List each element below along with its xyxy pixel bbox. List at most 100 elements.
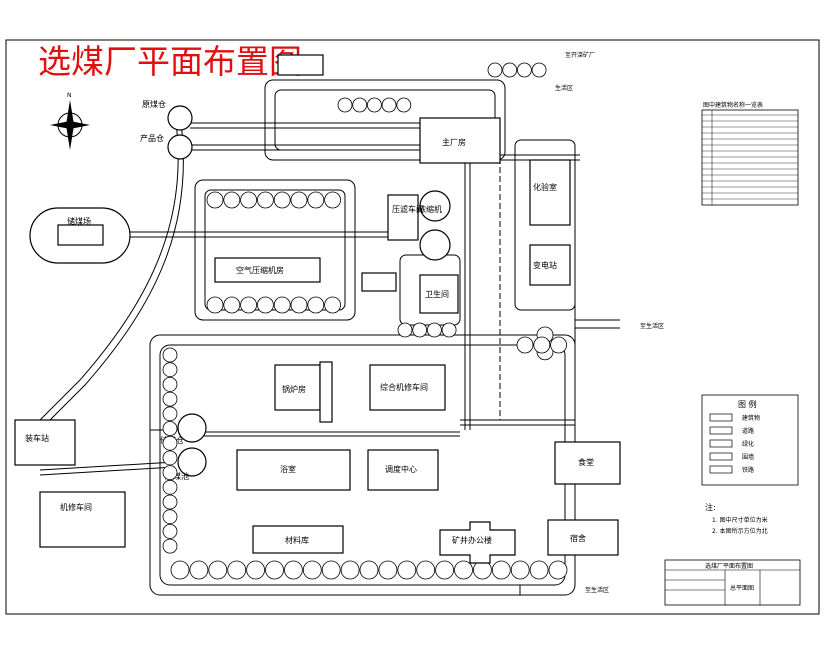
tree-icon	[435, 560, 455, 580]
tree-icon	[240, 191, 258, 209]
dispatch-label: 调度中心	[385, 464, 417, 474]
north-label: N	[67, 92, 72, 99]
tree-icon	[378, 560, 398, 580]
silo-label-tailings: 尾煤池	[165, 471, 189, 481]
table-title: 图中建筑物名称一览表	[703, 101, 763, 109]
tree-icon	[162, 509, 178, 525]
tree-icon	[324, 296, 342, 314]
tree-icon	[208, 560, 228, 580]
tree-icon	[426, 322, 442, 338]
note-line-1: 1. 图中尺寸单位为米	[712, 516, 768, 524]
tree-icon	[227, 560, 247, 580]
tree-icon	[337, 97, 353, 113]
dir-right-mid: 至生活区	[640, 322, 664, 330]
tree-icon	[162, 450, 178, 466]
legend-label: 铁路	[742, 466, 754, 474]
pressure-filter-label: 压滤车间	[392, 204, 424, 214]
tree-icon	[340, 560, 360, 580]
tree-icon	[162, 494, 178, 510]
tree-icon	[491, 560, 511, 580]
tree-icon	[366, 97, 382, 113]
tree-icon	[352, 97, 368, 113]
legend-swatch	[709, 413, 733, 422]
buildings: 主厂房 储煤场 空气压缩机房 压滤车间 卫生间 化验室 变电站 锅炉房 综合机修…	[14, 54, 621, 564]
main-plant-label: 主厂房	[442, 137, 466, 147]
note-line-2: 2. 本图所示方位为北	[712, 527, 768, 535]
garage-label: 综合机修车间	[380, 382, 428, 392]
legend-swatch	[709, 465, 733, 474]
lab-label: 化验室	[533, 182, 557, 192]
legend-swatch	[709, 439, 733, 448]
tree-icon	[517, 62, 532, 78]
tree-icon	[529, 560, 549, 580]
legend-label: 绿化	[742, 440, 754, 448]
tree-icon	[454, 560, 473, 580]
tree-icon	[397, 560, 417, 580]
tree-icon	[290, 191, 308, 209]
tree-icon	[162, 376, 178, 392]
title-block-drawing: 总平面图	[730, 584, 754, 592]
clinic-label: 卫生间	[425, 289, 449, 299]
drawing-title: 选煤厂平面布置图	[38, 42, 302, 81]
title-block-project: 选煤厂平面布置图	[705, 562, 753, 570]
boiler-room-label: 锅炉房	[282, 384, 306, 394]
drawing-border	[5, 39, 820, 615]
tree-icon	[321, 560, 341, 580]
notes: 注: 1. 图中尺寸单位为米 2. 本图所示方位为北	[705, 502, 768, 535]
tree-icon	[283, 560, 303, 580]
silo-label-raw: 原煤仓	[142, 99, 166, 109]
tree-icon	[170, 560, 190, 580]
coal-yard-label: 储煤场	[67, 216, 91, 226]
title-block: 选煤厂平面布置图 总平面图	[664, 559, 801, 606]
tree-icon	[416, 560, 436, 580]
tree-icon	[240, 296, 258, 314]
tree-icon	[441, 322, 457, 338]
repair-label: 机修车间	[60, 502, 92, 512]
compressor-label: 空气压缩机房	[236, 265, 284, 275]
tree-icon	[162, 406, 178, 422]
tree-icon	[412, 322, 428, 338]
loading-label: 装车站	[25, 433, 49, 443]
tree-icon	[396, 97, 412, 113]
tree-icon	[223, 296, 241, 314]
legend-title: 图 例	[738, 399, 757, 409]
canteen-label: 食堂	[578, 457, 594, 467]
dir-top-right: 至开滦矿厂	[565, 51, 595, 59]
tree-icon	[502, 62, 518, 78]
tree-icon	[162, 538, 178, 554]
tree-icon	[162, 465, 178, 481]
building-table: 图中建筑物名称一览表	[701, 101, 799, 206]
warehouse-label: 材料库	[285, 535, 309, 545]
tree-icon	[516, 336, 534, 354]
tree-icon	[223, 191, 241, 209]
tree-icon	[307, 191, 325, 209]
tree-icon	[273, 191, 291, 209]
legend-label: 围墙	[742, 453, 754, 461]
tree-icon	[256, 296, 274, 314]
tree-icon	[246, 560, 266, 580]
north-arrow-icon: N	[50, 92, 90, 150]
dormitory-label: 宿舍	[570, 533, 586, 543]
dir-bottom: 至生活区	[585, 586, 609, 594]
tree-icon	[531, 62, 547, 78]
tree-icon	[162, 391, 178, 407]
tree-icon	[510, 560, 530, 580]
notes-title: 注:	[705, 502, 716, 512]
substation-label: 变电站	[533, 260, 557, 270]
tree-icon	[487, 62, 503, 78]
bathhouse-label: 浴室	[280, 464, 296, 474]
tree-icon	[550, 336, 567, 354]
greenery	[162, 62, 568, 580]
tree-icon	[256, 191, 274, 209]
tree-icon	[162, 362, 178, 378]
tree-icon	[472, 560, 492, 580]
silos: 原煤仓 产品仓 储煤仓 尾煤池 浓缩机	[140, 99, 451, 481]
tree-icon	[307, 296, 325, 314]
legend-swatch	[709, 426, 733, 435]
tree-icon	[162, 524, 178, 539]
legend-label: 建筑物	[742, 414, 760, 422]
legend-swatch	[709, 452, 733, 461]
silo-label-product: 产品仓	[140, 133, 164, 143]
